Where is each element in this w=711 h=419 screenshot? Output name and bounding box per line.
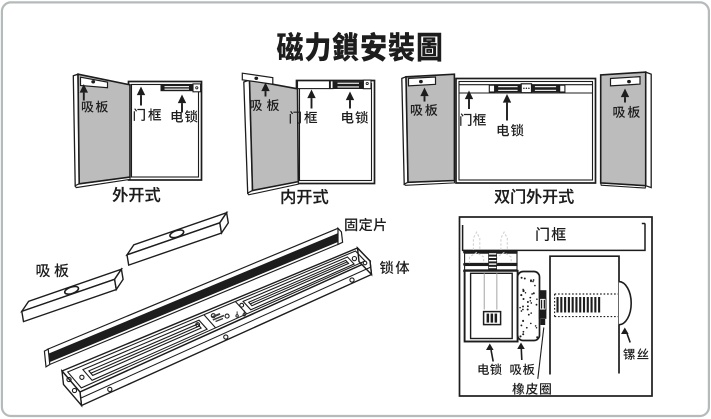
lock-bracket bbox=[192, 83, 202, 93]
door-panel-right bbox=[599, 71, 652, 189]
maker-mark bbox=[211, 312, 225, 323]
door-frame-inner bbox=[130, 83, 200, 178]
arrow-to-plate-icon bbox=[517, 342, 525, 361]
fixing-plate-end-profile bbox=[43, 348, 51, 368]
diagram-double-door: 吸板 门框 电锁 吸板 双门外开式 bbox=[401, 71, 652, 204]
hidden-bolt-head-icon bbox=[468, 251, 485, 264]
diagram-cross-section: 门框 电锁 吸板 橡皮圈 镙丝 bbox=[458, 216, 653, 397]
door-face bbox=[248, 79, 300, 192]
screw-head bbox=[618, 280, 632, 326]
stipple-dots bbox=[519, 276, 539, 339]
magnetic-lock bbox=[160, 84, 193, 92]
diagram-outward-opening: 吸板 门框 电锁 外开式 bbox=[72, 73, 203, 203]
lock-housing-inner bbox=[469, 272, 513, 340]
indicator-dot bbox=[528, 87, 530, 89]
rubber-ring bbox=[538, 290, 547, 325]
arrow-to-plate-icon bbox=[79, 84, 88, 101]
magnetic-lock bbox=[333, 81, 363, 89]
door-frame-inner bbox=[458, 80, 594, 181]
arrow-to-plate-left-icon bbox=[420, 87, 429, 102]
lock-end-cap bbox=[559, 84, 566, 93]
lock-end-cap bbox=[488, 84, 496, 93]
armature-plate-end-face bbox=[113, 267, 124, 292]
arrow-to-lock-icon bbox=[502, 94, 512, 121]
double-magnetic-lock bbox=[488, 83, 566, 94]
plate-hole bbox=[63, 285, 80, 295]
plate-hole bbox=[169, 229, 185, 239]
diagram-inward-opening: 吸板 门框 电锁 内开式 bbox=[241, 72, 376, 205]
fixing-plate-web bbox=[47, 233, 338, 363]
hidden-bolt-icon bbox=[472, 231, 481, 250]
arrow-to-lock-icon bbox=[177, 94, 187, 113]
lock-bracket-hole bbox=[195, 86, 199, 90]
arrow-to-frame-icon bbox=[464, 90, 474, 109]
armature-plate-lower bbox=[20, 267, 124, 323]
fixing-screw bbox=[554, 280, 632, 326]
screw-thread bbox=[556, 297, 601, 313]
section-box bbox=[458, 216, 653, 397]
door-face bbox=[599, 71, 647, 187]
arrow-to-lock-icon bbox=[345, 91, 355, 109]
plate-screw bbox=[419, 79, 423, 84]
lock-housing bbox=[463, 269, 519, 343]
arrow-to-plate-right-icon bbox=[620, 88, 630, 103]
frame-header bbox=[296, 80, 331, 90]
plate-screw bbox=[91, 80, 96, 84]
arrow-to-frame-icon bbox=[307, 89, 316, 109]
arrow-to-screw-icon bbox=[621, 327, 631, 343]
through-bolt bbox=[488, 250, 497, 271]
magnet-core bbox=[482, 310, 502, 326]
fixing-plate-right-cap bbox=[337, 226, 344, 246]
lock-body-3d bbox=[60, 246, 373, 408]
door-face bbox=[405, 73, 456, 184]
door-panel bbox=[241, 72, 300, 196]
arrow-to-lock-icon bbox=[486, 343, 494, 362]
armature-plate bbox=[609, 76, 641, 87]
armature-plate-section bbox=[516, 270, 541, 342]
lock-bracket-hole bbox=[365, 81, 369, 86]
door-frame-profile bbox=[461, 222, 646, 252]
indicator-dot bbox=[525, 87, 528, 89]
plate-screw bbox=[254, 76, 259, 81]
frame-header-divider bbox=[329, 80, 334, 90]
indicator-dot bbox=[523, 87, 525, 89]
armature-plate-end-face bbox=[219, 210, 230, 235]
armature-plate-upper bbox=[125, 210, 230, 267]
diagram-exploded-view: 吸板 固定片 锁体 bbox=[20, 210, 410, 408]
hidden-bolt-icon bbox=[500, 231, 508, 250]
arrow-to-plate-icon bbox=[261, 82, 270, 97]
fixing-plate-rail bbox=[43, 226, 344, 368]
arrow-to-frame-icon bbox=[136, 86, 146, 106]
plate-screw bbox=[627, 79, 631, 84]
door-frame bbox=[455, 77, 597, 184]
door-panel-left bbox=[401, 73, 456, 186]
door-edge bbox=[645, 71, 652, 189]
rubber-ring-pointer-line bbox=[537, 327, 545, 379]
